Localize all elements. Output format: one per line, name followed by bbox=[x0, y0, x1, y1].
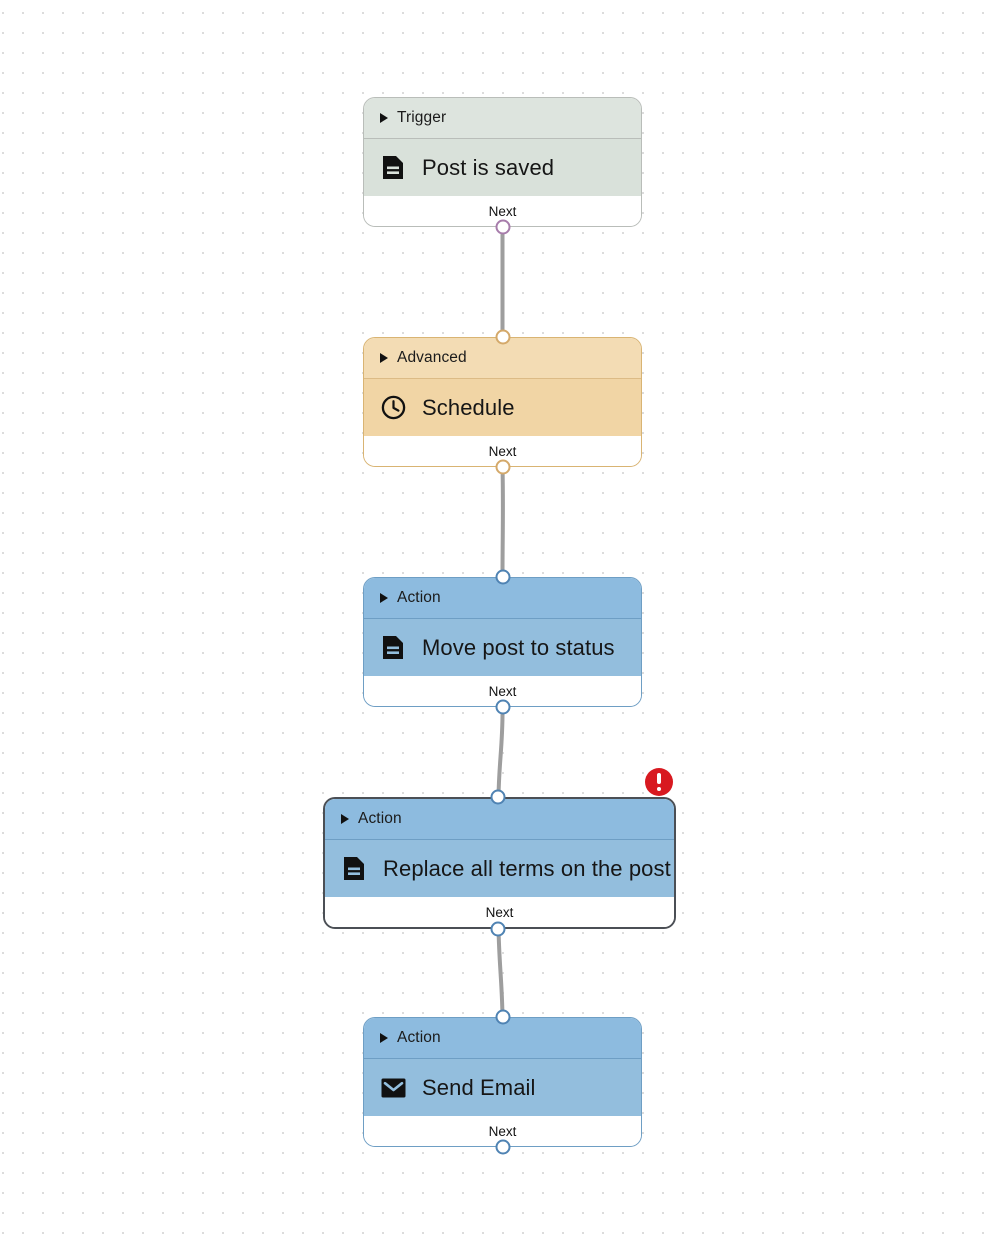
node-body[interactable]: Send Email bbox=[364, 1059, 641, 1116]
node-footer-label: Next bbox=[488, 203, 517, 219]
disclosure-triangle-icon[interactable] bbox=[380, 113, 388, 123]
node-header[interactable]: Trigger bbox=[364, 98, 641, 139]
node-box: Action Move post to status Next bbox=[363, 577, 642, 707]
node-category-label: Advanced bbox=[397, 349, 467, 366]
node-title: Post is saved bbox=[422, 154, 555, 180]
node-footer-label: Next bbox=[488, 443, 517, 459]
node-footer-label: Next bbox=[488, 683, 517, 699]
input-port[interactable] bbox=[495, 329, 510, 345]
document-icon bbox=[341, 856, 367, 882]
disclosure-triangle-icon[interactable] bbox=[380, 353, 388, 363]
node-header[interactable]: Advanced bbox=[364, 338, 641, 379]
node-title: Move post to status bbox=[422, 634, 615, 660]
node-box: Trigger Post is saved Next bbox=[363, 97, 642, 227]
edge-replace-terms-to-send-email bbox=[496, 925, 505, 1019]
node-category-label: Action bbox=[397, 589, 441, 606]
output-port[interactable] bbox=[495, 219, 510, 235]
error-exclamation-icon[interactable] bbox=[645, 768, 673, 796]
node-body[interactable]: Schedule bbox=[364, 379, 641, 436]
workflow-node-trigger-post-is-saved[interactable]: Trigger Post is saved Next bbox=[363, 97, 642, 235]
document-icon bbox=[380, 155, 406, 181]
node-title: Replace all terms on the post bbox=[383, 855, 671, 881]
node-category-label: Trigger bbox=[397, 109, 447, 126]
node-title: Schedule bbox=[422, 394, 515, 420]
input-port[interactable] bbox=[490, 789, 506, 805]
workflow-node-action-move-post-to-status[interactable]: Action Move post to status Next bbox=[363, 569, 642, 715]
input-port[interactable] bbox=[495, 569, 510, 585]
document-icon bbox=[380, 635, 406, 661]
workflow-node-advanced-schedule[interactable]: Advanced Schedule Next bbox=[363, 329, 642, 475]
node-footer[interactable]: Next bbox=[325, 897, 674, 927]
workflow-node-action-replace-all-terms-on-the-post[interactable]: Action Replace all terms on the post Nex… bbox=[323, 768, 676, 937]
node-header[interactable]: Action bbox=[364, 1018, 641, 1059]
node-box: Action Replace all terms on the post Nex… bbox=[323, 797, 676, 929]
node-title: Send Email bbox=[422, 1074, 536, 1100]
node-category-label: Action bbox=[397, 1029, 441, 1046]
output-port[interactable] bbox=[490, 921, 506, 937]
error-bang-dot bbox=[656, 786, 662, 791]
input-port[interactable] bbox=[495, 1009, 510, 1025]
node-body[interactable]: Replace all terms on the post bbox=[325, 840, 674, 897]
node-body[interactable]: Move post to status bbox=[364, 619, 641, 676]
node-box: Advanced Schedule Next bbox=[363, 337, 642, 467]
output-port[interactable] bbox=[495, 699, 510, 715]
node-category-label: Action bbox=[358, 810, 402, 827]
disclosure-triangle-icon[interactable] bbox=[380, 1033, 388, 1043]
node-box: Action Send Email Next bbox=[363, 1017, 642, 1147]
disclosure-triangle-icon[interactable] bbox=[341, 814, 349, 824]
node-header[interactable]: Action bbox=[364, 578, 641, 619]
disclosure-triangle-icon[interactable] bbox=[380, 593, 388, 603]
edge-move-post-to-replace-terms bbox=[496, 705, 505, 799]
node-body[interactable]: Post is saved bbox=[364, 139, 641, 196]
node-footer-label: Next bbox=[488, 1123, 517, 1139]
error-bang-stem bbox=[657, 773, 661, 784]
node-footer-label: Next bbox=[485, 904, 514, 920]
node-header[interactable]: Action bbox=[325, 799, 674, 840]
workflow-node-action-send-email[interactable]: Action Send Email Next bbox=[363, 1009, 642, 1155]
clock-icon bbox=[380, 395, 406, 421]
envelope-icon bbox=[380, 1075, 406, 1101]
output-port[interactable] bbox=[495, 1139, 510, 1155]
output-port[interactable] bbox=[495, 459, 510, 475]
